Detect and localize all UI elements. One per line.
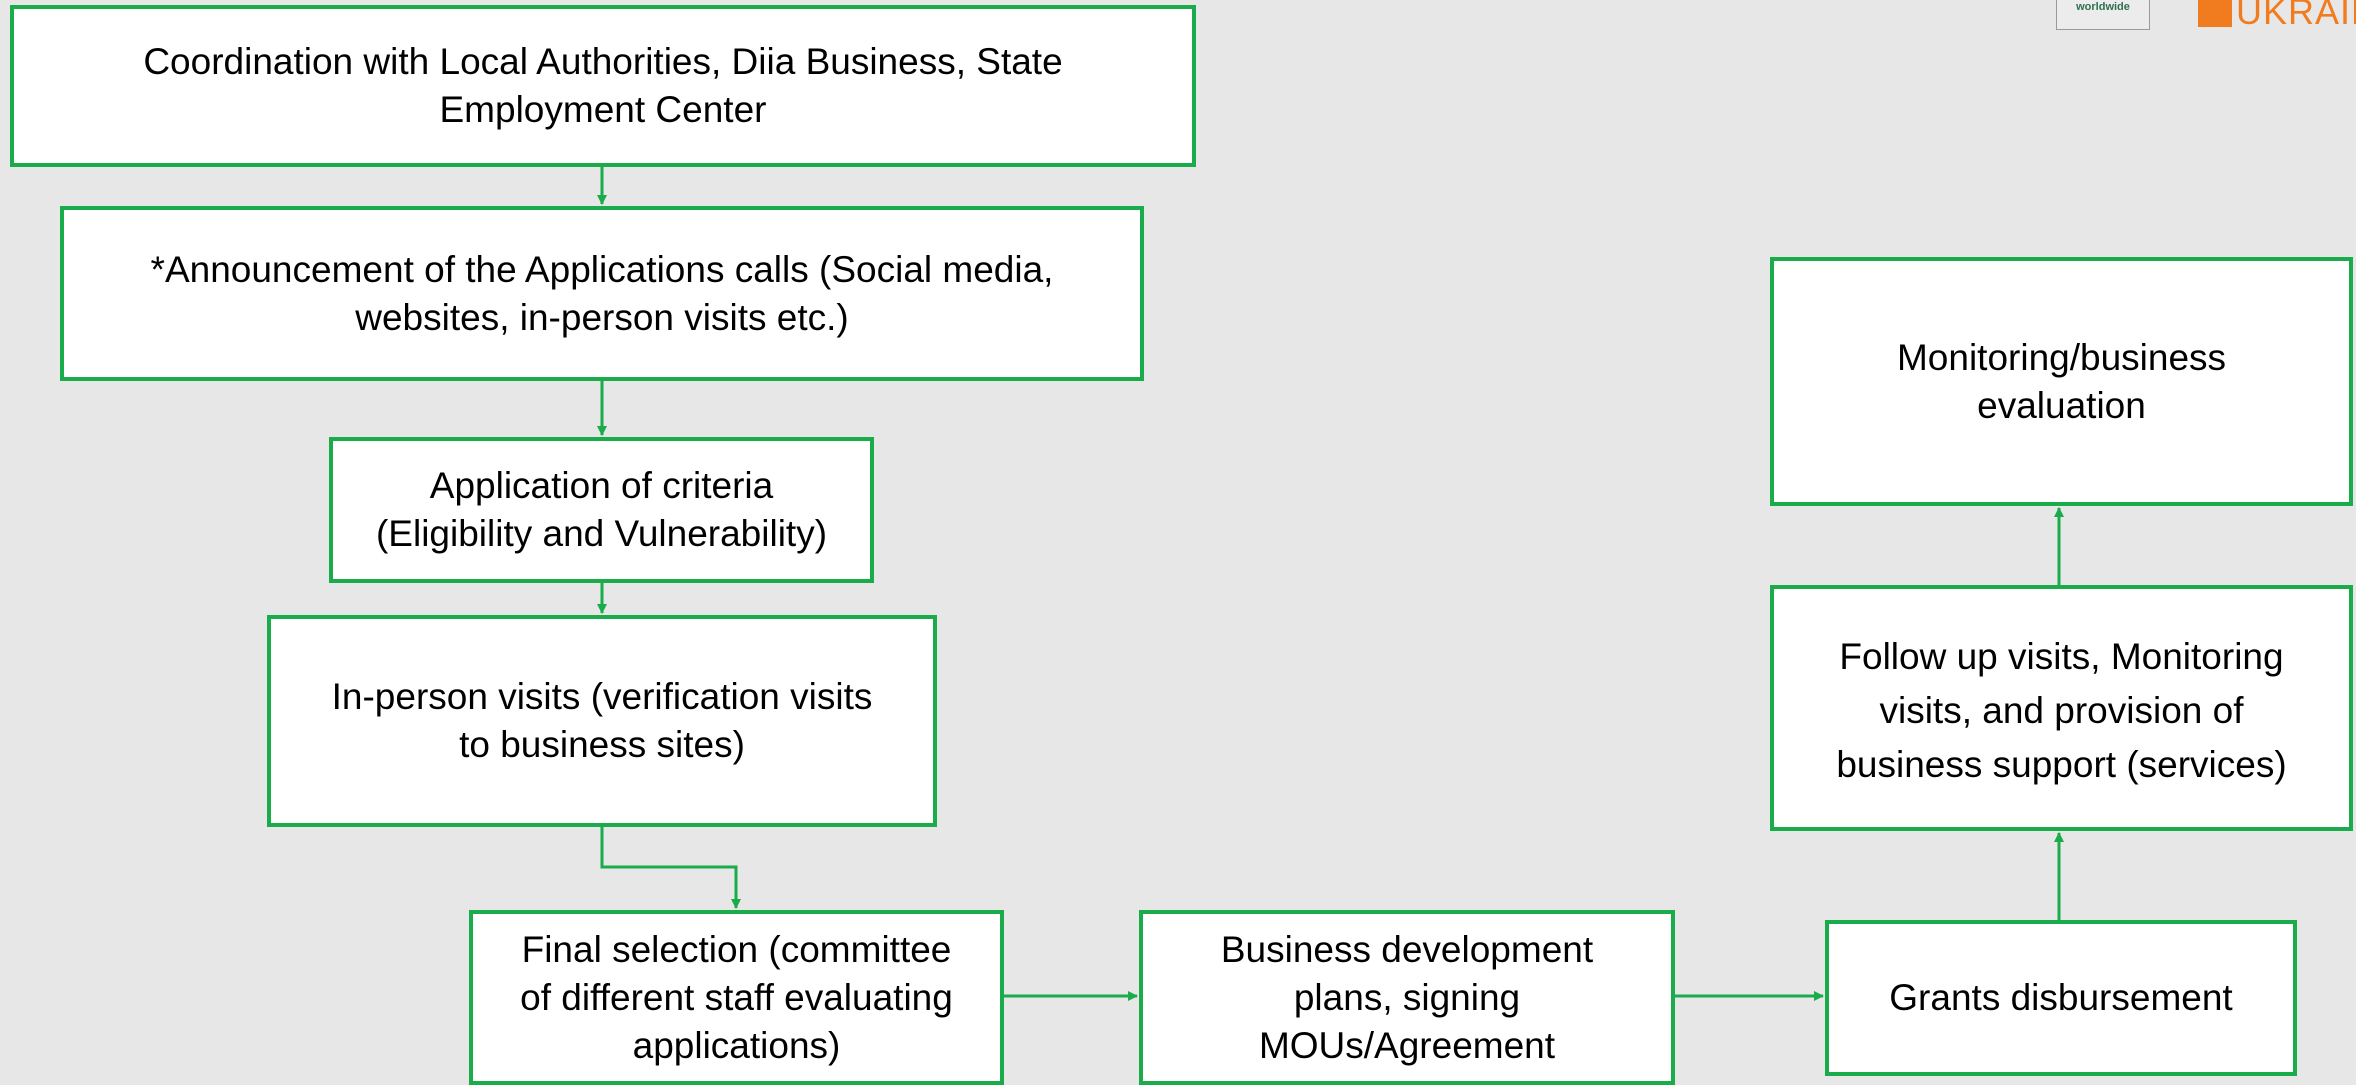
step-coordination-line1: Coordination with Local Authorities, Dii… [143,41,1063,82]
step-visits-line1: In-person visits (verification visits [331,676,873,717]
step-follow-up-line1: Follow up visits, Monitoring [1839,636,2284,677]
ukraine-logo: UKRAINE [2198,0,2356,30]
step-follow-up-visits: Follow up visits, Monitoring visits, and… [1770,585,2353,831]
partner-logo-badge: worldwide [2056,0,2150,30]
step-in-person-visits: In-person visits (verification visits to… [267,615,937,827]
step-coordination: Coordination with Local Authorities, Dii… [10,5,1196,167]
step-business-plans-line1: Business development [1220,928,1594,970]
step-criteria-line1: Application of criteria [429,465,774,506]
step-follow-up-line2: visits, and provision of [1879,690,2244,731]
step-announcement: *Announcement of the Applications calls … [60,206,1144,381]
step-announcement-line2: websites, in-person visits etc.) [355,296,849,338]
step-visits-line2: to business sites) [459,724,745,765]
step-final-selection-line3: applications) [632,1024,841,1066]
step-business-plans-line3: MOUs/Agreement [1258,1024,1556,1066]
step-grants-disbursement: Grants disbursement [1825,920,2297,1076]
step-monitoring-line2: evaluation [1977,384,2146,426]
step-business-plans-line2: plans, signing [1293,976,1521,1018]
step-final-selection-line1: Final selection (committee [521,928,952,970]
logo-badge-text: worldwide [2076,1,2130,13]
step-monitoring-evaluation: Monitoring/business evaluation [1770,257,2353,506]
logo-country-text: UKRAINE [2236,0,2356,30]
step-grants-line1: Grants disbursement [1889,977,2233,1018]
arrow-visits-to-final-selection [600,827,741,909]
step-follow-up-line3: business support (services) [1836,744,2287,785]
step-final-selection: Final selection (committee of different … [469,910,1004,1085]
logo-mark-icon [2198,0,2232,27]
step-announcement-line1: *Announcement of the Applications calls … [150,248,1054,290]
step-final-selection-line2: of different staff evaluating [520,976,953,1018]
step-application-criteria: Application of criteria (Eligibility and… [329,437,874,583]
step-business-development-plans: Business development plans, signing MOUs… [1139,910,1675,1085]
step-coordination-line2: Employment Center [439,89,767,130]
step-criteria-line2: (Eligibility and Vulnerability) [375,513,828,554]
step-monitoring-line1: Monitoring/business [1896,336,2227,378]
